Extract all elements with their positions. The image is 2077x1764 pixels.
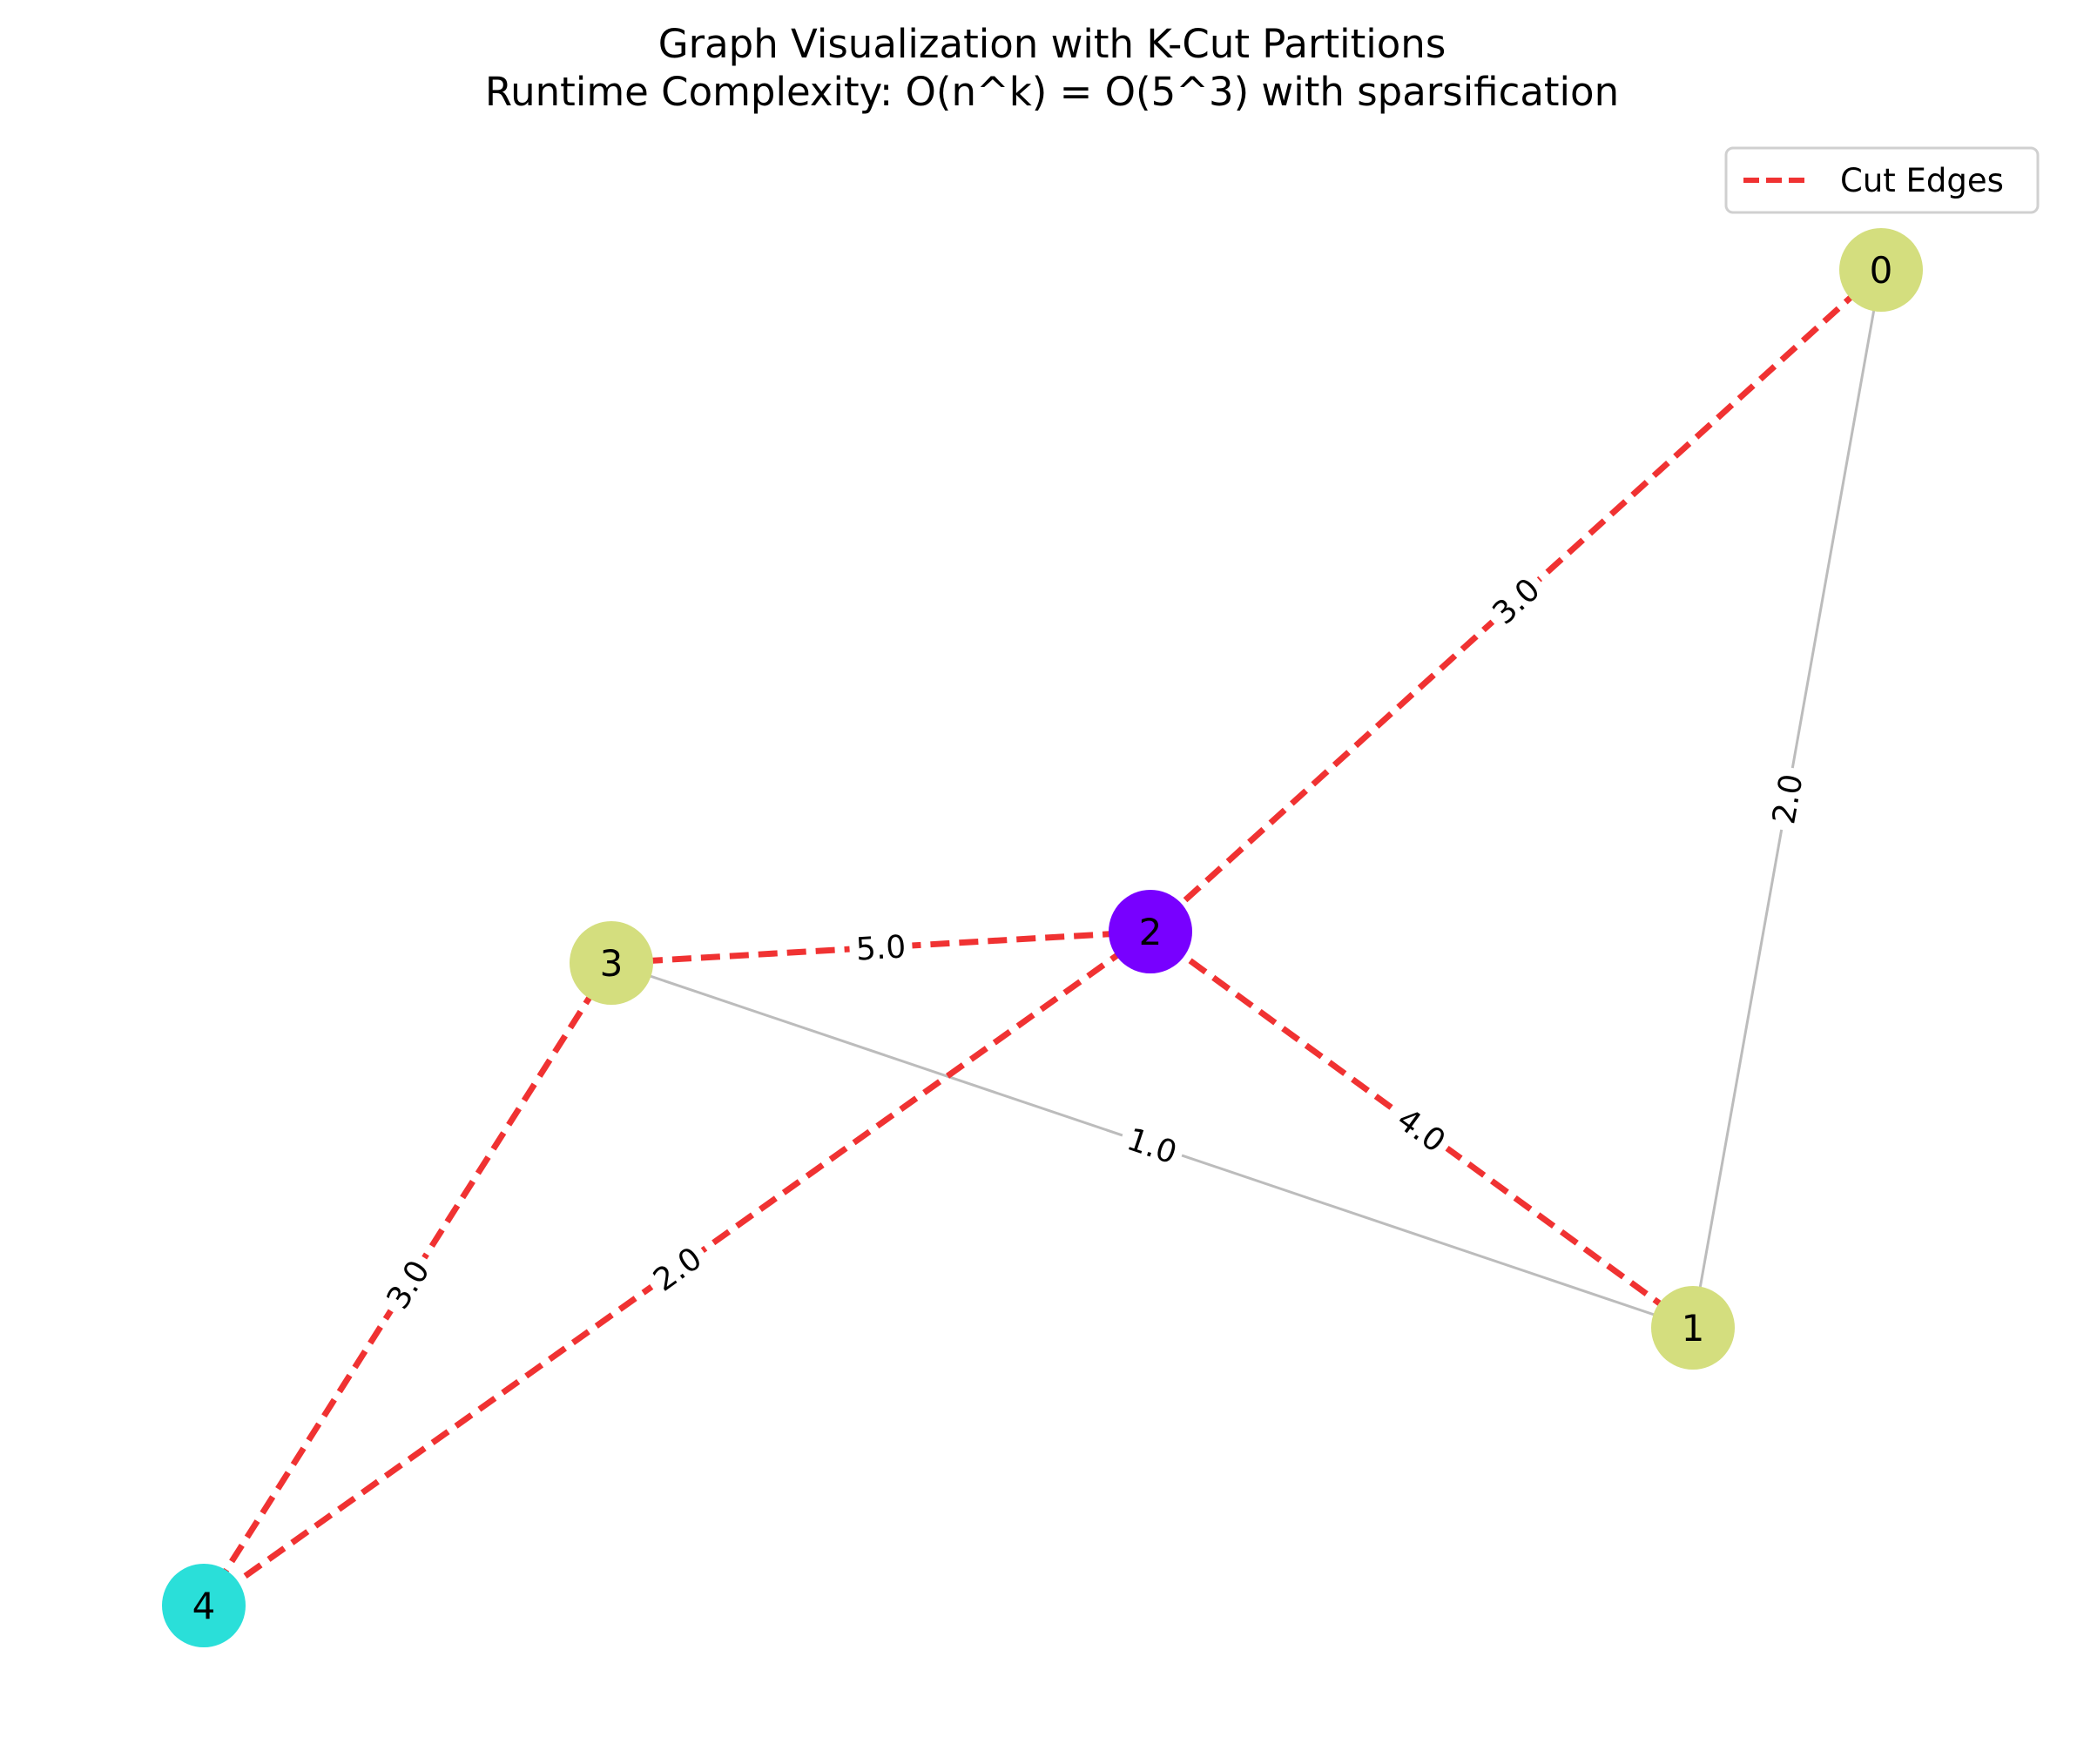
edge-label-2-3: 5.0 bbox=[848, 926, 914, 969]
legend: Cut Edges bbox=[1724, 146, 2040, 214]
edge-weight-label: 5.0 bbox=[855, 929, 907, 967]
node-label-1: 1 bbox=[1682, 1307, 1705, 1350]
edge-label-background bbox=[1480, 565, 1552, 636]
edge-label-background bbox=[1385, 1095, 1459, 1164]
node-label-2: 2 bbox=[1139, 911, 1163, 953]
cut-edge-1-2 bbox=[1148, 929, 1696, 1330]
edge-label-1-2: 4.0 bbox=[1385, 1095, 1459, 1164]
edge-label-background bbox=[1116, 1117, 1189, 1174]
edge-label-3-4: 3.0 bbox=[374, 1247, 441, 1322]
node-1 bbox=[1651, 1286, 1735, 1370]
nodes-layer: 0 1 2 3 4 bbox=[162, 228, 1923, 1647]
node-label-3: 3 bbox=[600, 942, 624, 985]
node-3 bbox=[570, 921, 653, 1005]
edge-label-2-4: 2.0 bbox=[640, 1235, 714, 1303]
edge-label-0-1: 2.0 bbox=[1763, 764, 1811, 833]
node-0 bbox=[1839, 228, 1923, 312]
node-2 bbox=[1109, 890, 1192, 973]
edge-label-background bbox=[848, 926, 914, 969]
edge-label-background bbox=[640, 1235, 714, 1303]
figure-title: Graph Visualization with K-Cut Partition… bbox=[485, 21, 1619, 115]
legend-box bbox=[1724, 146, 2040, 214]
edge-label-background bbox=[374, 1247, 441, 1322]
node-label-0: 0 bbox=[1870, 249, 1893, 292]
edge-label-1-3: 1.0 bbox=[1116, 1117, 1189, 1174]
edges-layer bbox=[201, 267, 1884, 1608]
edge-label-background bbox=[1763, 764, 1811, 833]
legend-label: Cut Edges bbox=[1840, 162, 2004, 199]
title-line-2: Runtime Complexity: O(n^k) = O(5^3) with… bbox=[485, 69, 1619, 115]
node-label-4: 4 bbox=[192, 1585, 216, 1627]
node-4 bbox=[162, 1564, 246, 1647]
title-line-1: Graph Visualization with K-Cut Partition… bbox=[658, 21, 1446, 67]
edge-weight-label: 2.0 bbox=[1766, 771, 1810, 827]
